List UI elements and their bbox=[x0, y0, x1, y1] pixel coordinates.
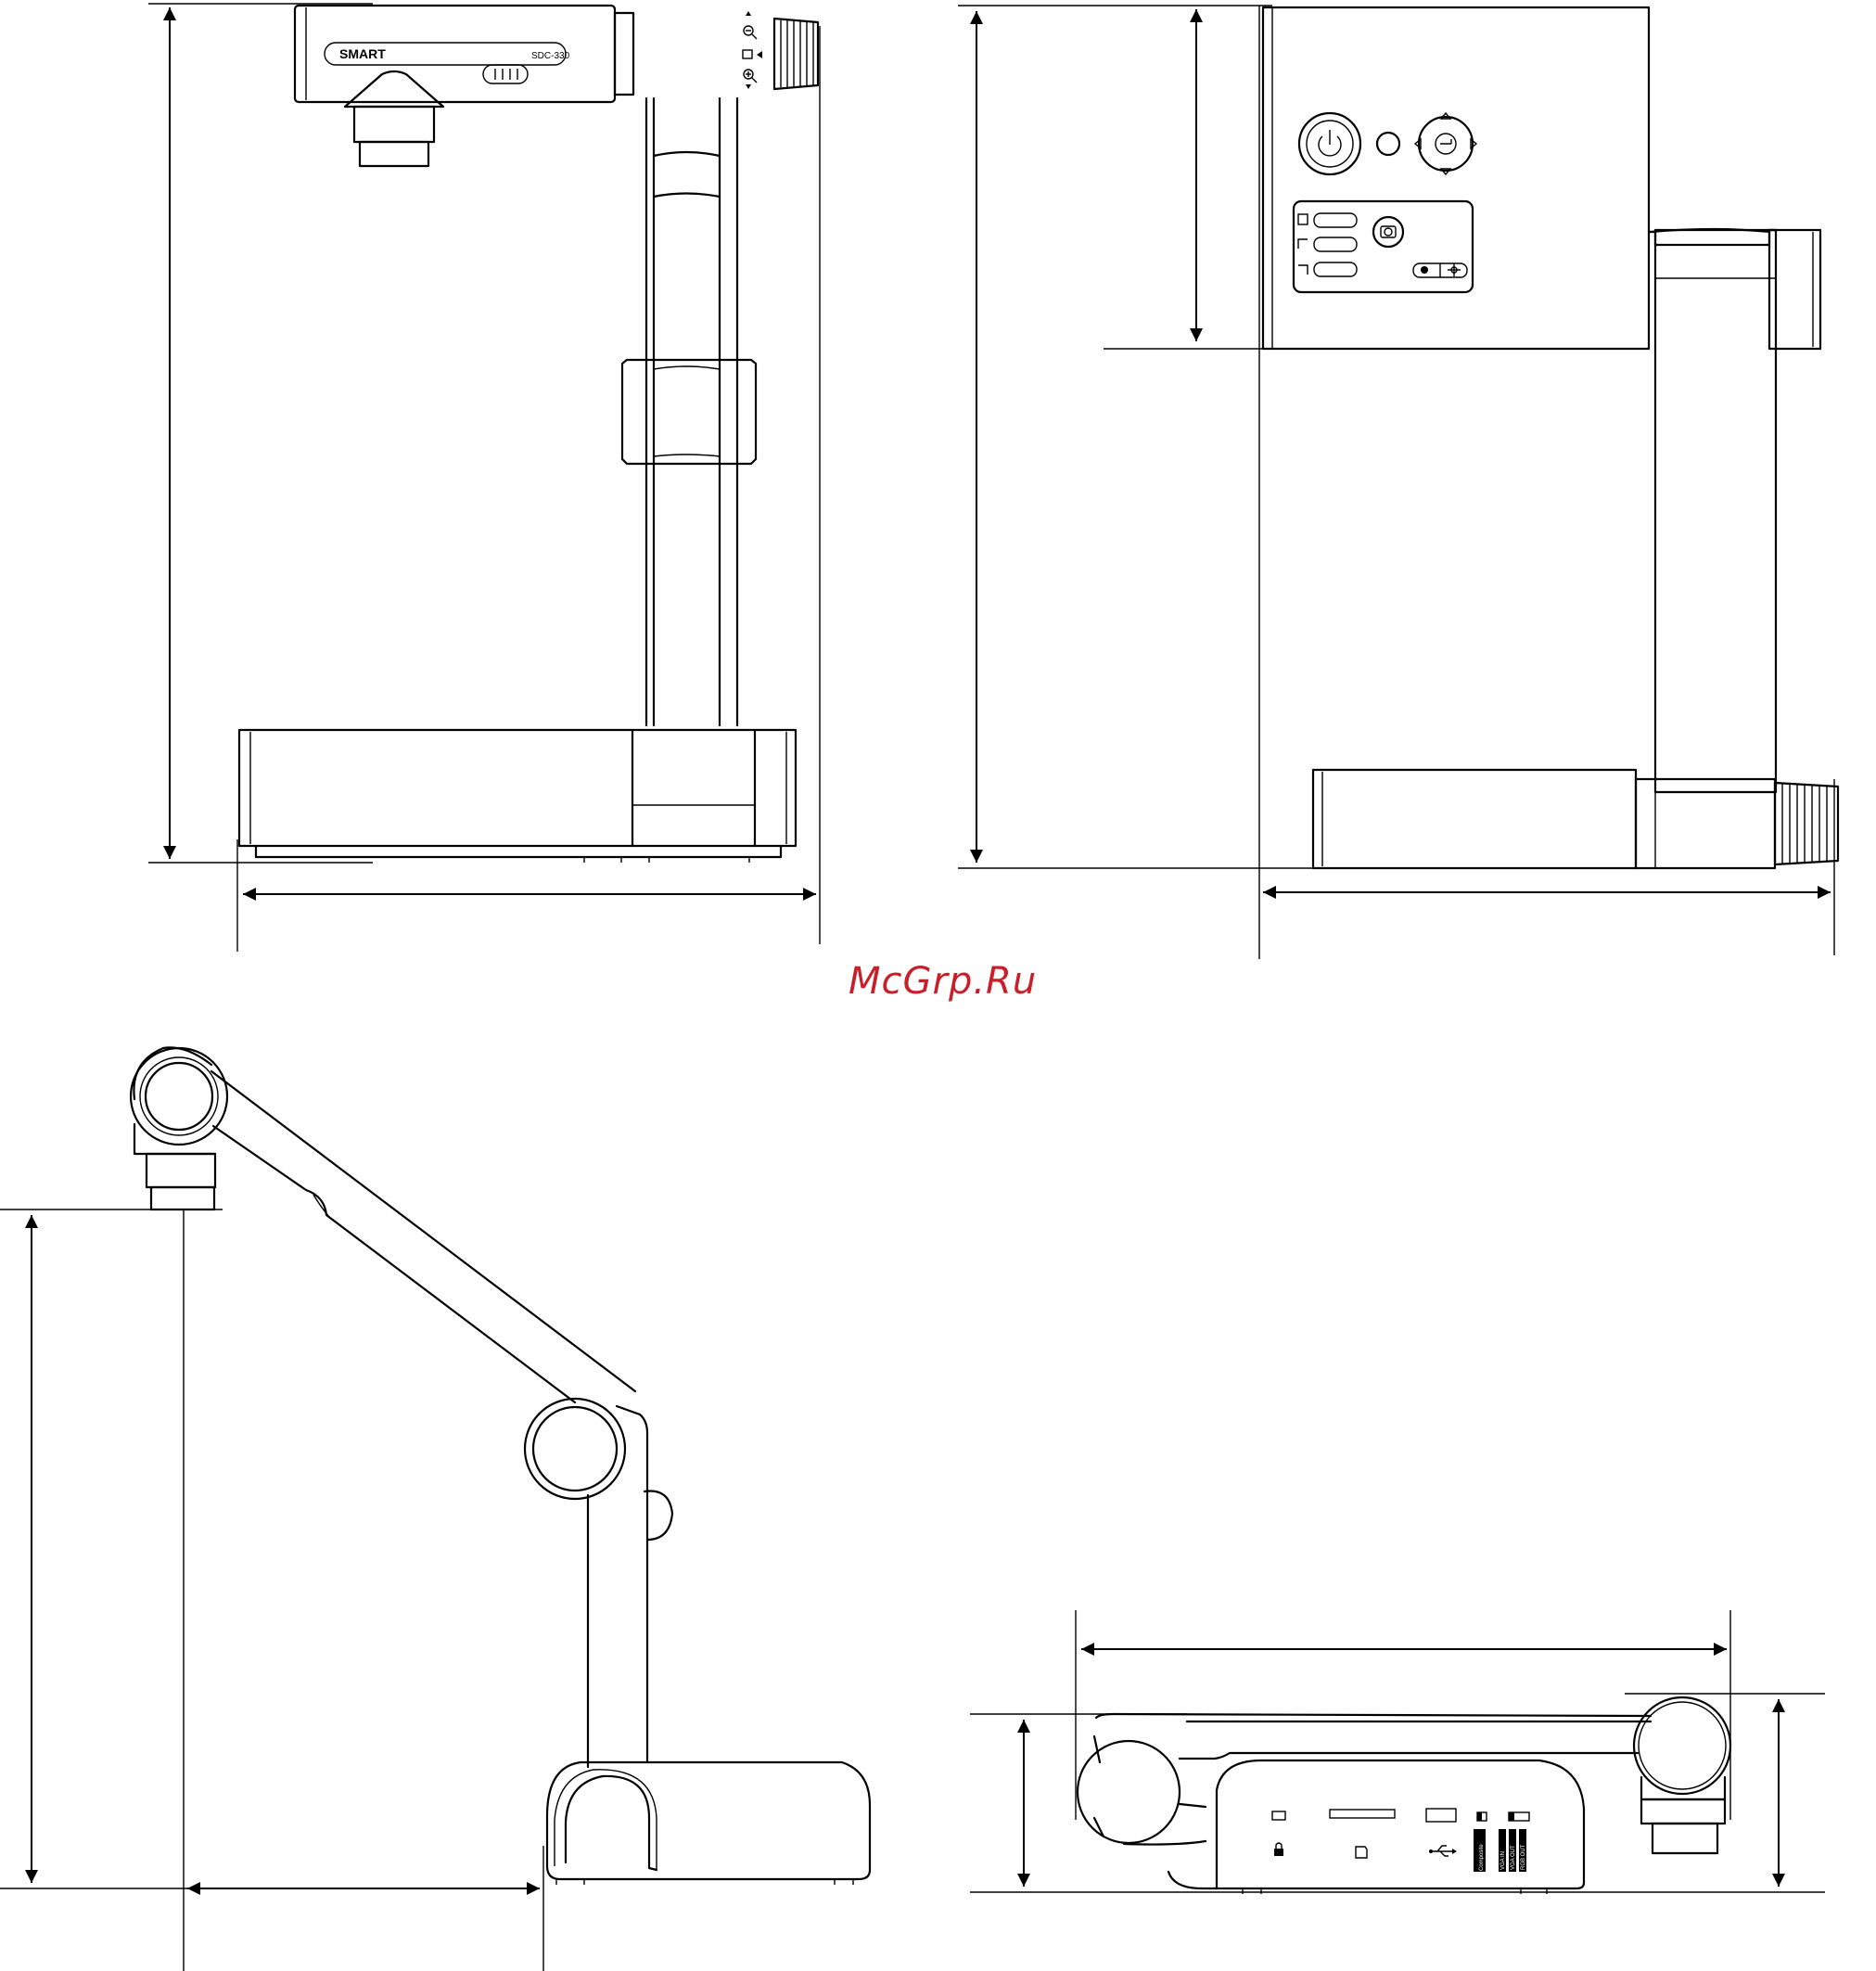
freeze-icon bbox=[743, 50, 762, 58]
front-view: SMART SDC-330 bbox=[148, 4, 820, 952]
model-label: SDC-330 bbox=[531, 51, 570, 61]
top-view bbox=[958, 6, 1838, 959]
zoom-in-icon bbox=[744, 70, 757, 83]
zoom-knob bbox=[774, 19, 818, 89]
lamp-icon bbox=[1413, 263, 1467, 277]
port-label-composite: Composite bbox=[1479, 1844, 1485, 1871]
port-label-rgb-out: RGB OUT bbox=[1521, 1844, 1526, 1870]
port-label-vga-out: VGA OUT bbox=[1511, 1845, 1516, 1870]
port-label-vga-in: VGA IN bbox=[1500, 1851, 1506, 1870]
power-icon bbox=[1299, 113, 1360, 174]
zoom-out-icon bbox=[744, 26, 757, 39]
side-view bbox=[0, 1047, 870, 1971]
arm bbox=[622, 98, 756, 725]
watermark-text: McGrp.Ru bbox=[849, 960, 1037, 1003]
navigation-pad-icon bbox=[1415, 113, 1476, 174]
led-icon bbox=[1377, 133, 1399, 155]
base bbox=[239, 730, 796, 863]
brand-label: SMART bbox=[339, 46, 386, 61]
camera-icon bbox=[1373, 217, 1403, 247]
folded-rear-view: Composite VGA IN VGA OUT RGB OUT bbox=[970, 1610, 1825, 1894]
camera-head: SMART SDC-330 bbox=[295, 6, 818, 166]
base-knob-top bbox=[1775, 783, 1838, 864]
